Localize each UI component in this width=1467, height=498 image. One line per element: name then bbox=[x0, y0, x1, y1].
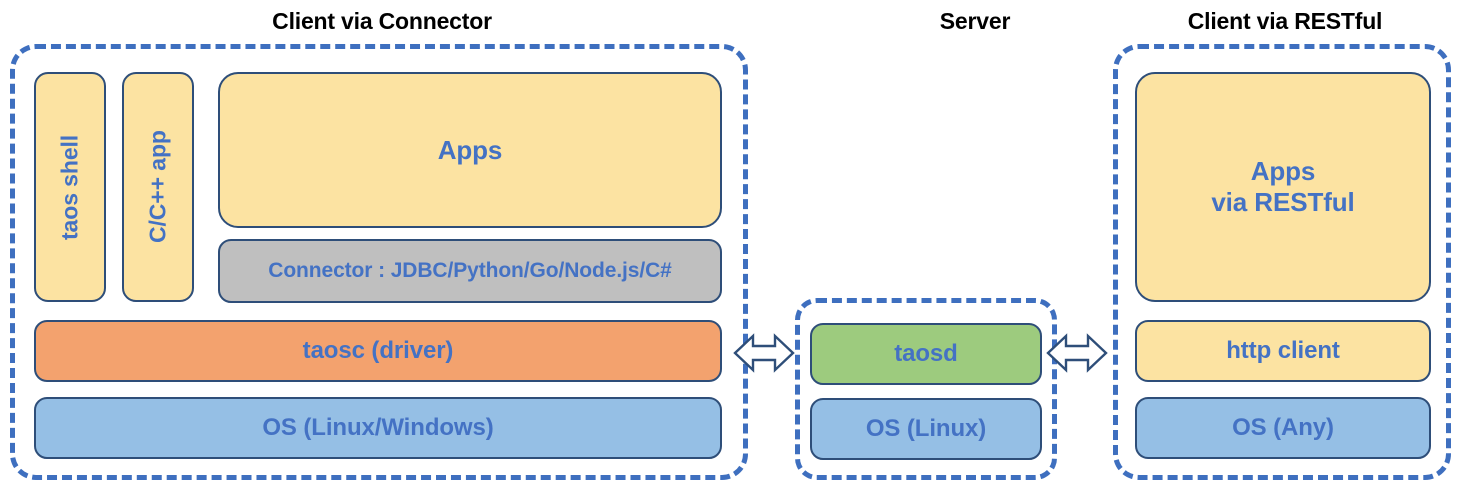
block-os-linux-windows[interactable]: OS (Linux/Windows) bbox=[34, 397, 722, 459]
group-title-server: Server bbox=[939, 8, 1011, 34]
apps-restful-line-1: Apps bbox=[1250, 156, 1316, 187]
client-connector-group bbox=[10, 44, 748, 480]
client-restful-group bbox=[1113, 44, 1451, 480]
block-os-any[interactable]: OS (Any) bbox=[1135, 397, 1431, 459]
block-os-linux[interactable]: OS (Linux) bbox=[810, 398, 1042, 460]
block-taos-shell[interactable]: taos shell bbox=[34, 72, 106, 302]
group-title-client-via-connector: Client via Connector bbox=[272, 8, 492, 34]
apps-restful-line-2: via RESTful bbox=[1211, 187, 1355, 217]
block-taosd[interactable]: taosd bbox=[810, 323, 1042, 385]
block-http-client[interactable]: http client bbox=[1135, 320, 1431, 382]
block-apps-connector[interactable]: Apps bbox=[218, 72, 722, 228]
server-group bbox=[795, 298, 1057, 480]
group-title-client-via-restful: Client via RESTful bbox=[1187, 8, 1383, 34]
double-headed-arrow-icon-right bbox=[1046, 328, 1108, 378]
block-taosc-driver[interactable]: taosc (driver) bbox=[34, 320, 722, 382]
block-apps-via-restful[interactable]: Apps via RESTful bbox=[1135, 72, 1431, 302]
double-headed-arrow-icon-left bbox=[733, 328, 795, 378]
block-connector-list[interactable]: Connector : JDBC/Python/Go/Node.js/C# bbox=[218, 239, 722, 303]
block-c-cpp-app[interactable]: C/C++ app bbox=[122, 72, 194, 302]
